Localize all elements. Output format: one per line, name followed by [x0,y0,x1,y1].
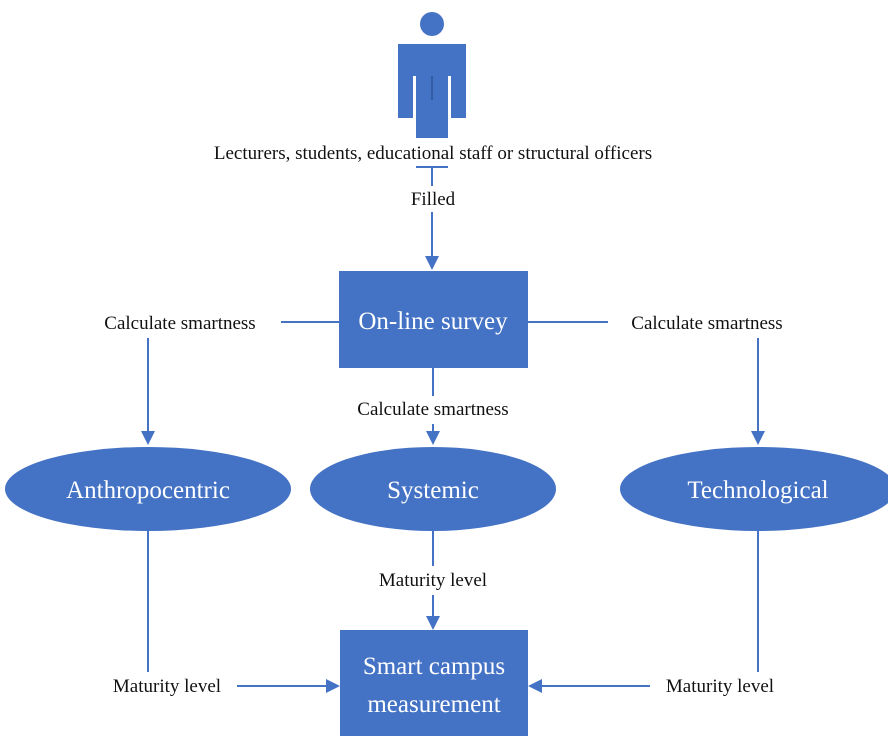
node-technological-label: Technological [687,477,828,504]
edge-label-calc-right: Calculate smartness [631,313,782,334]
node-systemic [310,447,556,531]
node-measurement-line2: measurement [367,691,500,718]
actor-label: Lecturers, students, educational staff o… [214,143,652,164]
edge-label-calc-left: Calculate smartness [104,313,255,334]
node-anthropocentric-label: Anthropocentric [66,477,230,504]
node-systemic-label: Systemic [387,477,479,504]
edge-label-filled: Filled [411,189,456,210]
arrowhead-survey [425,256,439,270]
node-anthropocentric [5,447,291,531]
node-online-survey [339,271,528,368]
edge-label-maturity-right: Maturity level [666,676,774,697]
node-measurement-line1: Smart campus [363,653,505,680]
edge-label-calc-center: Calculate smartness [357,399,508,420]
edge-label-maturity-center: Maturity level [379,570,487,591]
node-technological [620,447,888,531]
edge-label-maturity-left: Maturity level [113,676,221,697]
node-smart-campus-measurement [340,630,528,736]
node-online-survey-label: On-line survey [358,308,508,335]
